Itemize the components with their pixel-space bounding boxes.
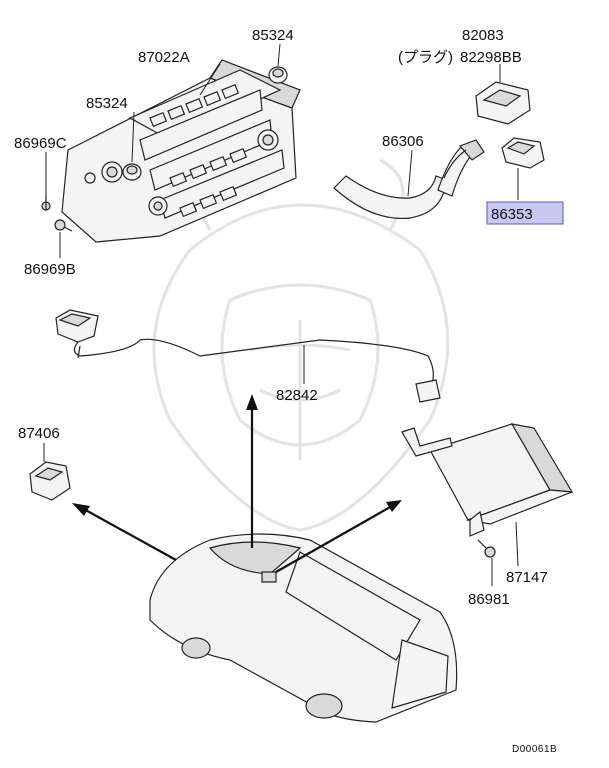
drawing-code: D00061B bbox=[512, 744, 557, 755]
location-arrows bbox=[72, 394, 402, 573]
label-86981[interactable]: 86981 bbox=[468, 591, 510, 608]
screw-86969B[interactable] bbox=[54, 219, 73, 232]
label-87406[interactable]: 87406 bbox=[18, 425, 60, 442]
connector-82083[interactable] bbox=[475, 81, 531, 125]
label-85324-left[interactable]: 85324 bbox=[86, 95, 128, 112]
screw-86981[interactable] bbox=[477, 539, 496, 558]
part-labels: 87022A 85324 85324 86969C 86969B 82083 8… bbox=[14, 27, 557, 755]
label-87147[interactable]: 87147 bbox=[506, 569, 548, 586]
antenna-cable-86306[interactable] bbox=[333, 139, 485, 220]
head-unit-87022A[interactable] bbox=[61, 59, 301, 243]
label-82842[interactable]: 82842 bbox=[276, 387, 318, 404]
switch-87406[interactable] bbox=[29, 461, 71, 501]
leaders-head-unit bbox=[45, 43, 281, 258]
wiring-harness-82842[interactable] bbox=[55, 309, 441, 403]
label-87022A[interactable]: 87022A bbox=[138, 49, 190, 66]
label-86353[interactable]: 86353 bbox=[491, 206, 533, 223]
control-module-87147[interactable] bbox=[401, 423, 574, 537]
highlight-86353 bbox=[486, 201, 564, 225]
vehicle-outline bbox=[149, 533, 458, 723]
label-86306[interactable]: 86306 bbox=[382, 133, 424, 150]
label-82298BB[interactable]: 82298BB bbox=[460, 49, 522, 66]
label-82298BB-note: (プラグ) bbox=[398, 49, 453, 66]
label-86969B[interactable]: 86969B bbox=[24, 261, 76, 278]
connector-86353[interactable] bbox=[501, 137, 545, 169]
label-85324-top[interactable]: 85324 bbox=[252, 27, 294, 44]
knob-85324-top[interactable] bbox=[268, 66, 288, 84]
knob-85324-left[interactable] bbox=[122, 163, 142, 181]
label-82083[interactable]: 82083 bbox=[462, 27, 504, 44]
label-86969C[interactable]: 86969C bbox=[14, 135, 67, 152]
head-unit-buttons bbox=[149, 83, 248, 218]
screw-86969C[interactable] bbox=[41, 196, 51, 211]
